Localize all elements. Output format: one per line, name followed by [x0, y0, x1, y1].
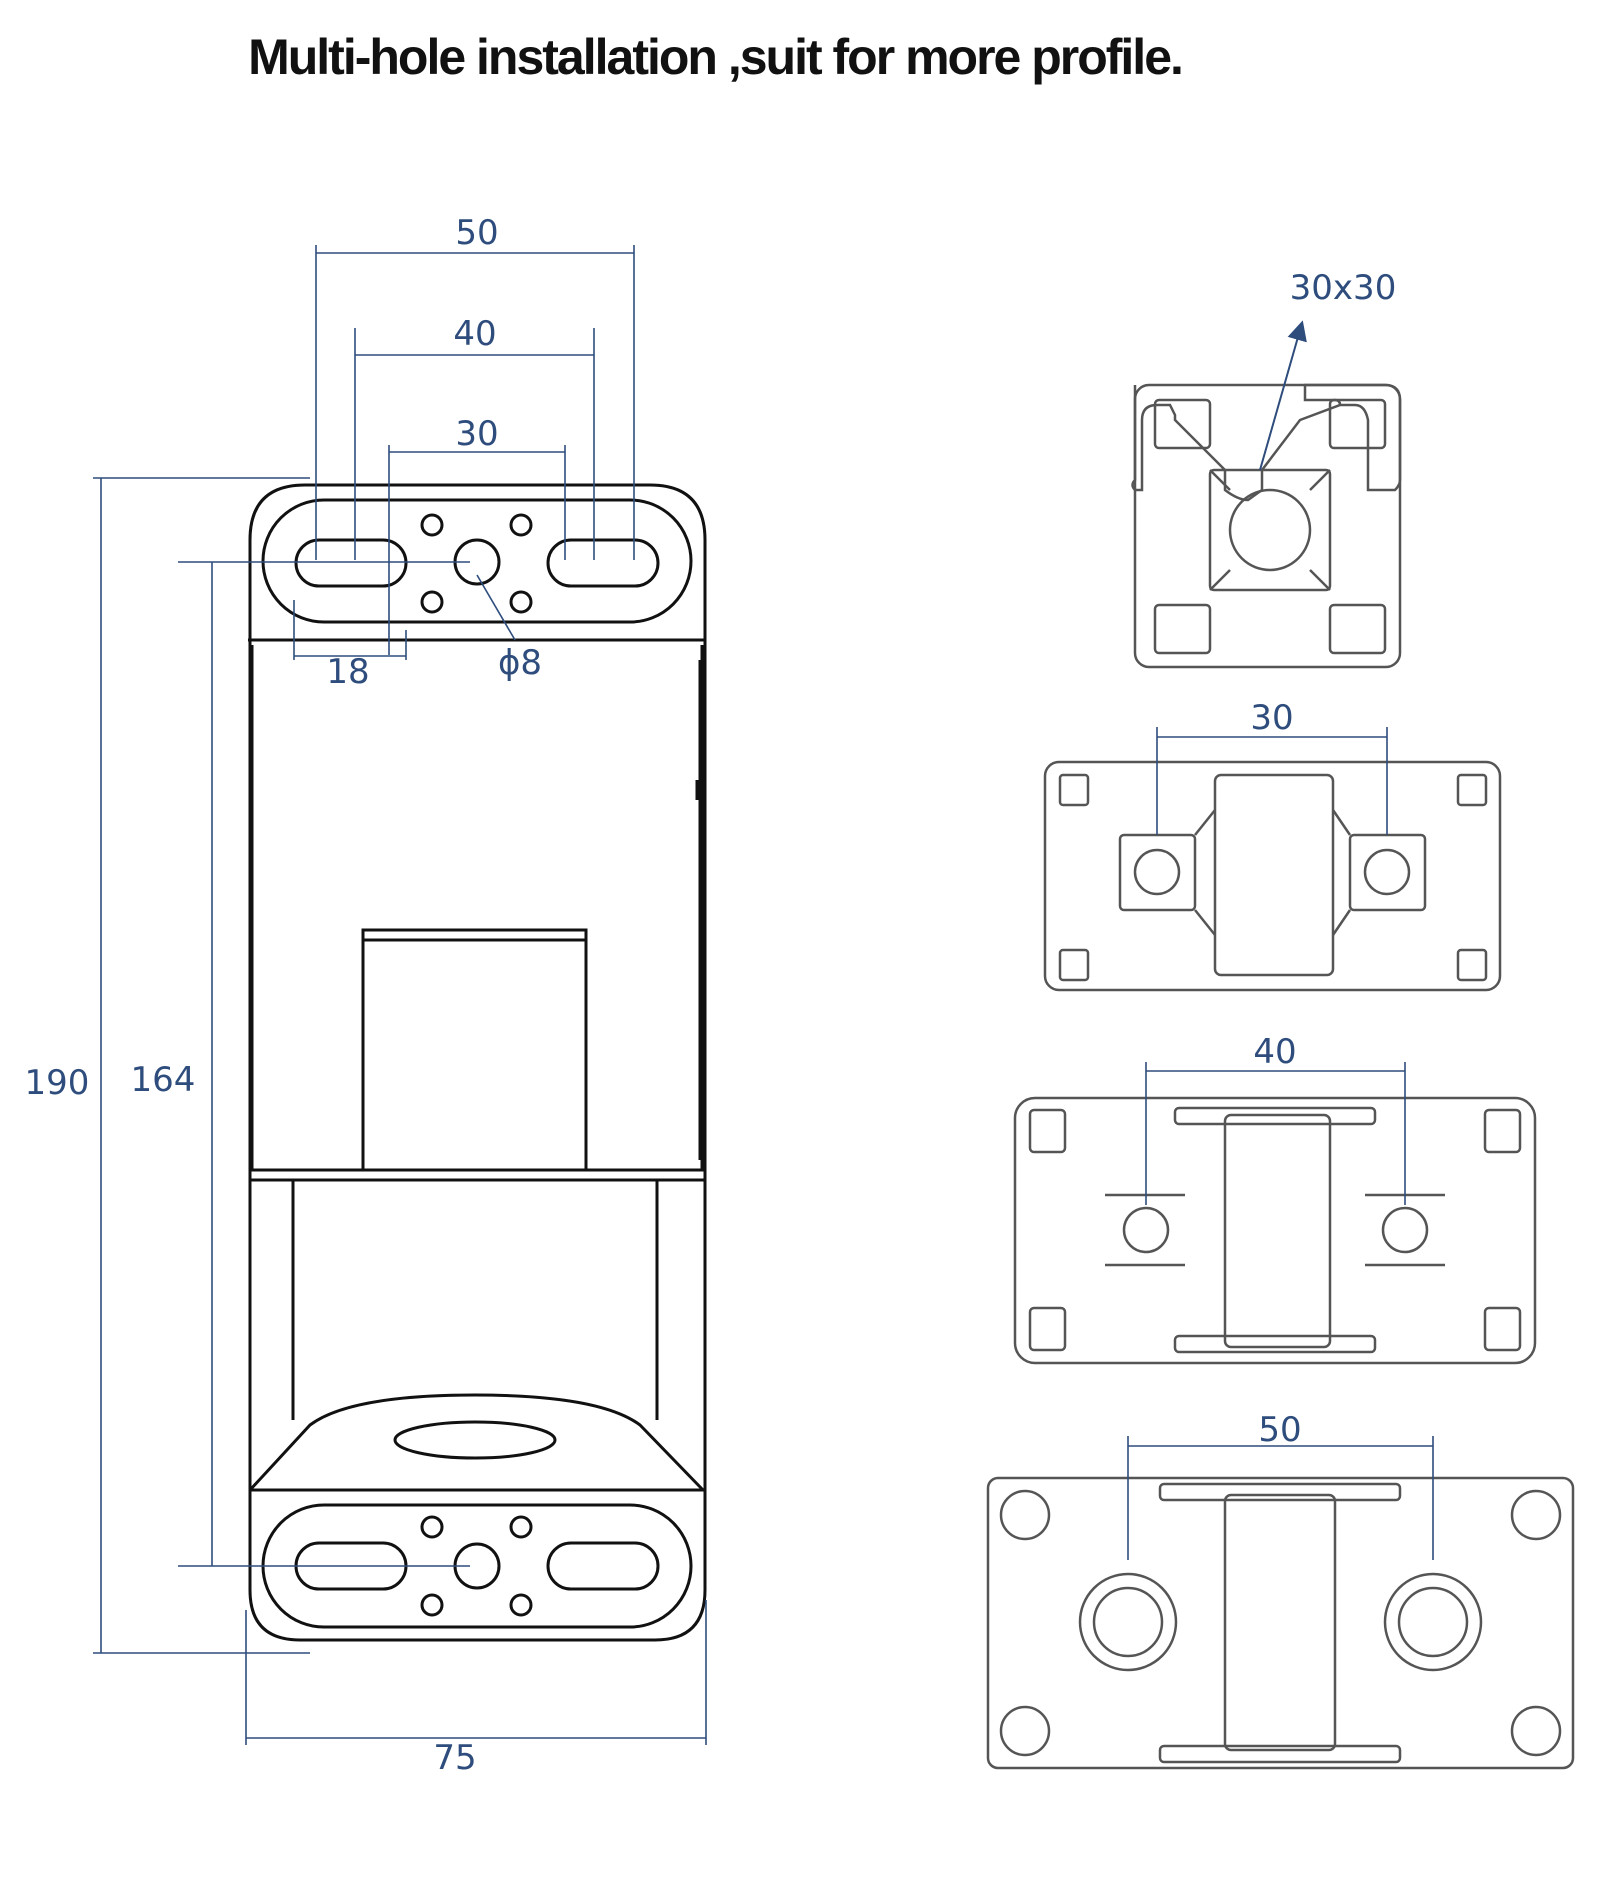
top-small-hole-2	[509, 513, 533, 537]
top-small-hole-3	[420, 590, 444, 614]
profile-30x30-arrow	[1259, 320, 1307, 471]
profile-label-30x30: 30x30	[1289, 268, 1397, 308]
dim-label-75: 75	[433, 1738, 477, 1778]
profile-30x60	[1043, 760, 1502, 992]
center-block	[361, 928, 588, 1170]
profile-30x30	[1131, 383, 1402, 669]
dim-label-d8: ϕ8	[497, 643, 543, 683]
lower-ramp-hole	[393, 1420, 557, 1460]
dim-label-18: 18	[326, 652, 370, 692]
profile-50x100-dim	[1127, 1436, 1434, 1560]
dim-label-40: 40	[453, 314, 497, 354]
top-slot-right	[546, 538, 660, 588]
bracket-outer-outline	[248, 483, 707, 1642]
page-title: Multi-hole installation ,suit for more p…	[248, 29, 1184, 85]
dim-label-164: 164	[130, 1060, 196, 1100]
bottom-slot-right	[546, 1541, 660, 1591]
dim-label-50: 50	[455, 213, 499, 253]
profile-label-30: 30	[1250, 698, 1294, 738]
profile-50x100	[986, 1476, 1575, 1770]
profile-40x80-dim	[1145, 1062, 1406, 1205]
profile-label-40: 40	[1253, 1032, 1297, 1072]
top-small-hole-4	[509, 590, 533, 614]
lower-ramp	[248, 1393, 705, 1492]
dim-label-30: 30	[455, 414, 499, 454]
profile-30x60-dim	[1156, 727, 1388, 835]
upper-body	[250, 645, 704, 1172]
top-flange-inner	[261, 498, 693, 624]
profile-label-50: 50	[1258, 1410, 1302, 1450]
top-small-hole-1	[420, 513, 444, 537]
dim-label-190: 190	[24, 1063, 90, 1103]
bracket-drawing	[248, 483, 707, 1642]
top-slot-left	[294, 538, 408, 588]
profile-40x80	[1013, 1096, 1537, 1365]
bracket-dimension-lines	[93, 245, 707, 1745]
